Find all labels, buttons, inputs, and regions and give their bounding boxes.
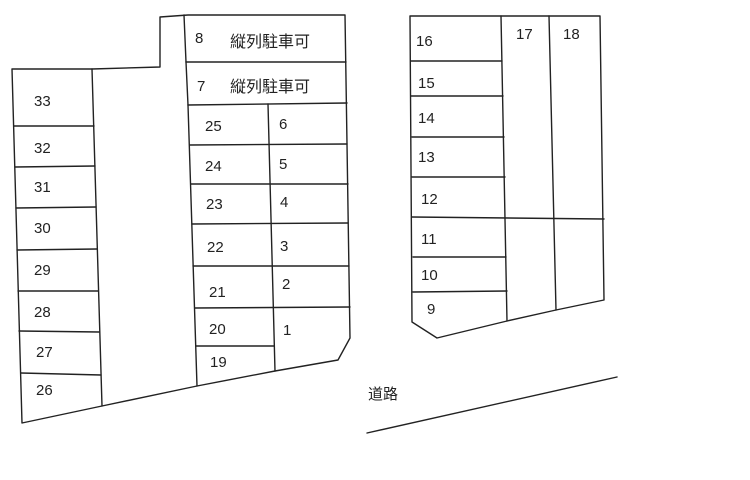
space-15: 15	[418, 75, 435, 92]
space-28: 28	[34, 304, 51, 321]
space-25: 25	[205, 118, 222, 135]
left-block	[11, 14, 351, 424]
road-label: 道路	[368, 385, 398, 403]
space-16: 16	[416, 33, 433, 50]
space-21: 21	[209, 284, 226, 301]
space-1: 1	[283, 322, 291, 339]
space-11: 11	[421, 231, 437, 248]
right-block-outline	[409, 15, 605, 339]
space-33: 33	[34, 93, 51, 110]
middle-block-center-divider	[267, 103, 276, 372]
space-6: 6	[279, 116, 287, 133]
space-3: 3	[280, 238, 288, 255]
space-23: 23	[206, 196, 223, 213]
tandem-parking-note-7: 縦列駐車可	[230, 77, 310, 96]
space-29: 29	[34, 262, 51, 279]
tandem-parking-note-8: 縦列駐車可	[230, 32, 310, 51]
space-24: 24	[205, 158, 222, 175]
left-block-divider	[91, 68, 103, 407]
space-19: 19	[210, 354, 227, 371]
space-30: 30	[34, 220, 51, 237]
space-4: 4	[280, 194, 288, 211]
space-20: 20	[209, 321, 226, 338]
space-10: 10	[421, 267, 438, 284]
space-8: 8	[195, 30, 203, 47]
space-17: 17	[516, 26, 533, 43]
space-13: 13	[418, 149, 435, 166]
space-31: 31	[34, 179, 51, 196]
right-block	[409, 15, 605, 339]
road-line	[366, 376, 618, 434]
space-2: 2	[282, 276, 290, 293]
space-7: 7	[197, 78, 205, 95]
space-22: 22	[207, 239, 224, 256]
space-18: 18	[563, 26, 580, 43]
middle-block	[183, 14, 351, 387]
space-26: 26	[36, 382, 53, 399]
space-5: 5	[279, 156, 287, 173]
space-14: 14	[418, 110, 435, 127]
space-27: 27	[36, 344, 53, 361]
space-32: 32	[34, 140, 51, 157]
middle-block-left-edge	[187, 104, 198, 387]
space-9: 9	[427, 301, 435, 318]
space-12: 12	[421, 191, 438, 208]
